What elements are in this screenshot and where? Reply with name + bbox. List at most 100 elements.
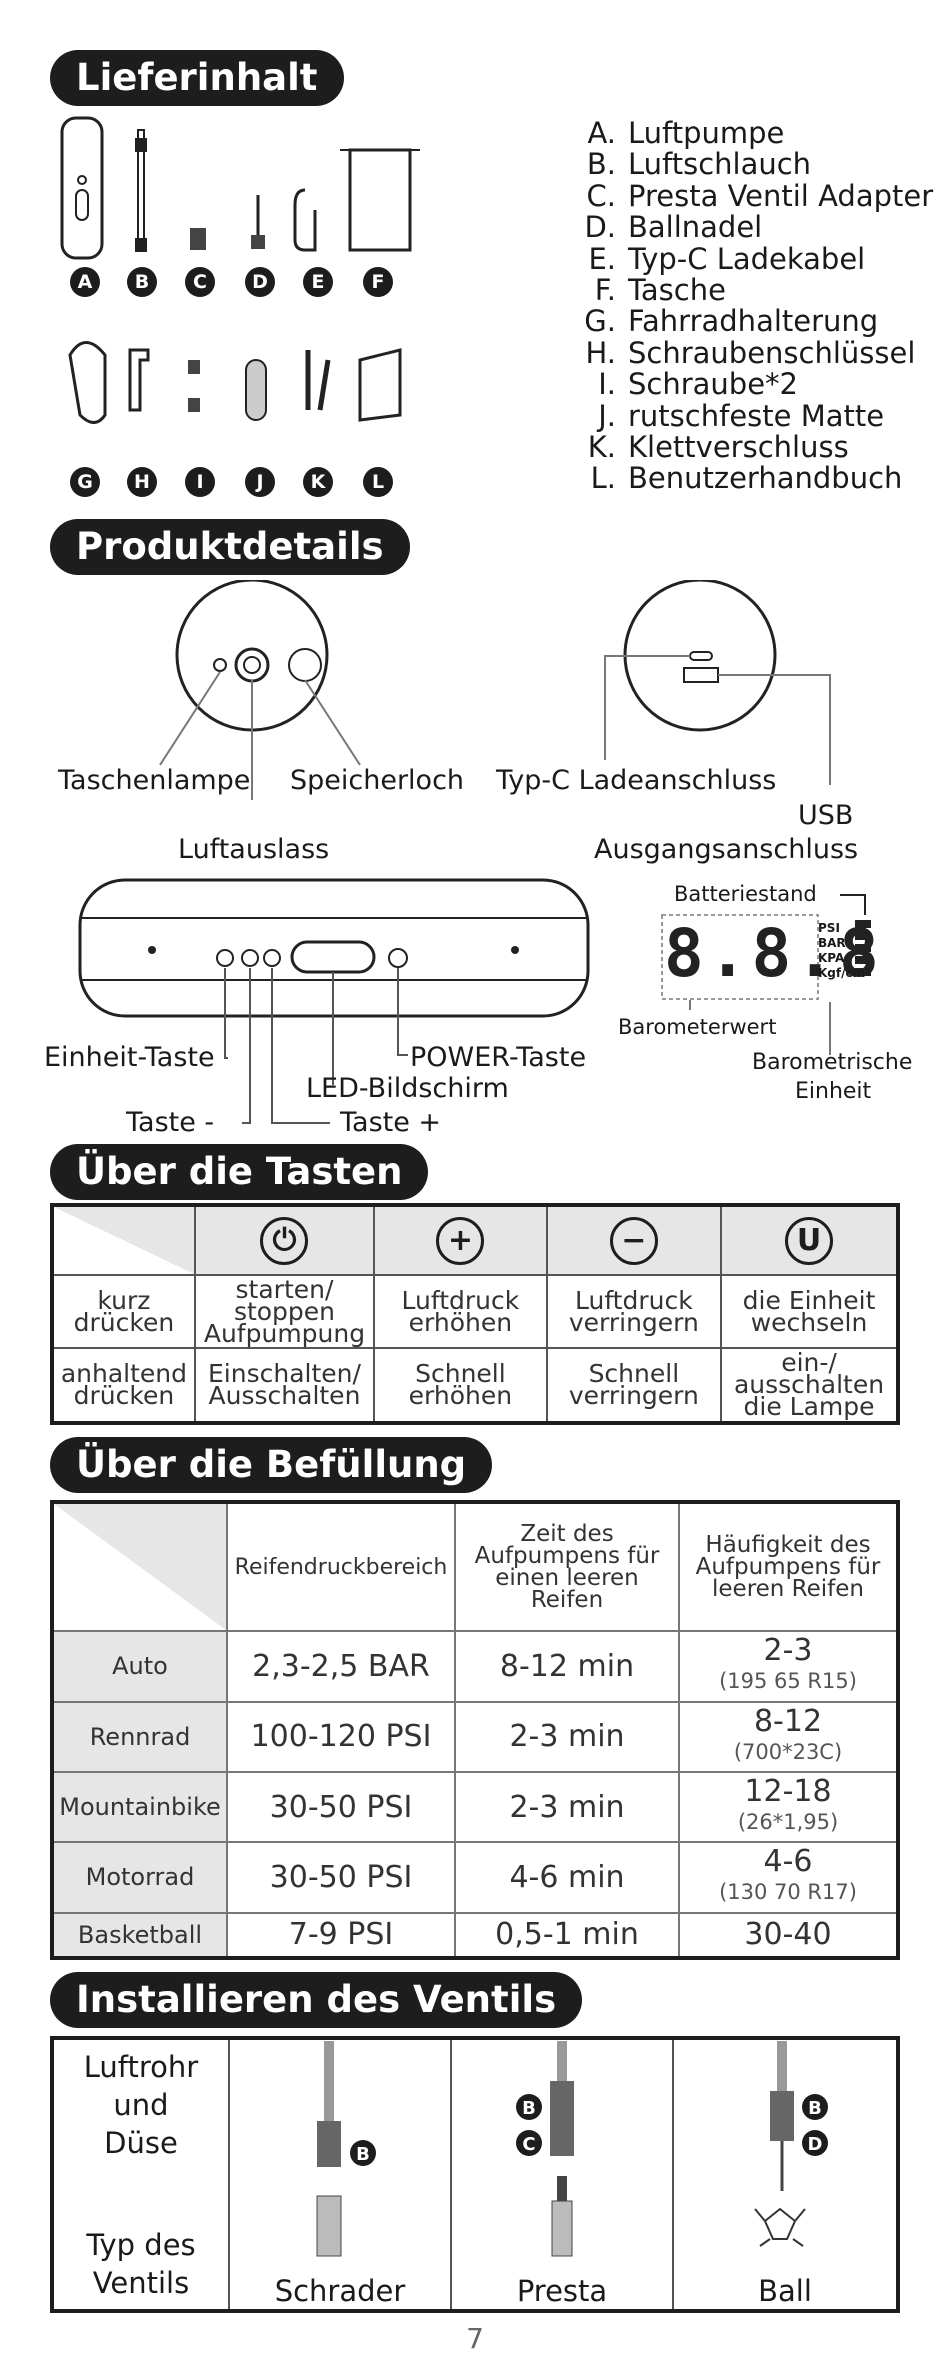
list-item: J.rutschfeste Matte — [598, 398, 885, 433]
label-storage-hole: Speicherloch — [290, 765, 465, 796]
label-barometric-unit-1: Barometrische — [752, 1050, 913, 1075]
label-usb-output: Ausgangsanschluss — [594, 834, 859, 865]
label-led-screen: LED-Bildschirm — [306, 1073, 509, 1104]
label-battery: Batteriestand — [674, 882, 817, 906]
svg-text:B: B — [356, 2144, 370, 2165]
item-badge: A — [70, 267, 100, 297]
item-badge: H — [127, 467, 157, 497]
table-row: kurz drücken starten/ stoppen Aufpumpung… — [51, 1273, 899, 1350]
lcd-unit: PSI — [818, 921, 840, 935]
schrader-valve-icon: B — [316, 2041, 376, 2257]
label-air-outlet: Luftauslass — [178, 834, 330, 865]
lcd-unit: BAR — [818, 936, 846, 950]
inflation-table: Reifendruckbereich Zeit des Aufpumpens f… — [50, 1500, 900, 1960]
item-badge: G — [70, 467, 100, 497]
svg-text:D: D — [808, 2134, 823, 2155]
item-badge: L — [363, 467, 393, 497]
list-item: B.Luftschlauch — [586, 147, 812, 182]
item-badge: K — [303, 467, 333, 497]
list-item: C.Presta Ventil Adapter — [586, 178, 934, 213]
section-title-contents: Lieferinhalt — [50, 50, 344, 106]
wrench-icon — [128, 348, 150, 412]
label-barometric-unit-2: Einheit — [795, 1079, 872, 1104]
velcro-strap-icon — [305, 350, 331, 411]
led-screen — [290, 940, 376, 974]
usb-port-icon — [683, 667, 719, 683]
list-item: D.Ballnadel — [584, 210, 763, 245]
section-title-inflation: Über die Befüllung — [50, 1437, 493, 1493]
list-item: F.Tasche — [594, 273, 726, 308]
valve-table: Luftrohr und Düse Typ des Ventils B Schr… — [50, 2036, 900, 2313]
section-title-details: Produktdetails — [50, 519, 410, 575]
item-badge: C — [185, 267, 215, 297]
valve-type-schrader: Schrader — [274, 2274, 406, 2308]
list-item: A.Luftpumpe — [587, 116, 785, 150]
lcd-display — [661, 914, 819, 1000]
power-button-icon — [388, 948, 408, 968]
table-row: anhaltend drücken Einschalten/ Ausschalt… — [51, 1347, 899, 1424]
contents-illustrations — [60, 116, 420, 424]
storage-hole-icon — [288, 648, 322, 682]
list-item: E.Typ-C Ladekabel — [588, 241, 866, 276]
manual-icon — [358, 348, 402, 422]
buttons-table: ⏻ + − U kurz drücken starten/ stoppen Au… — [50, 1203, 900, 1425]
table-corner — [51, 1204, 196, 1276]
minus-icon: − — [609, 1216, 658, 1265]
label-tube-nozzle: Luftrohr und Düse — [83, 2049, 199, 2160]
power-icon: ⏻ — [260, 1216, 309, 1265]
air-outlet-icon — [234, 647, 270, 683]
svg-text:B: B — [522, 2098, 536, 2119]
label-barometer-value: Barometerwert — [618, 1015, 777, 1039]
label-plus-key: Taste + — [340, 1107, 442, 1138]
page-number: 7 — [466, 2322, 484, 2355]
lcd-unit: Kgf/cm² — [818, 966, 871, 980]
bag-icon — [340, 148, 420, 252]
presta-valve-icon: B C — [516, 2041, 574, 2257]
svg-text:C: C — [522, 2134, 535, 2155]
svg-text:B: B — [808, 2098, 822, 2119]
minus-button-icon — [241, 949, 259, 967]
item-badge: E — [303, 267, 333, 297]
lcd-unit: KPA — [818, 951, 845, 965]
pump-icon — [60, 116, 104, 260]
item-badge: F — [363, 267, 393, 297]
section-title-buttons: Über die Tasten — [50, 1144, 429, 1200]
ball-valve-icon: B D — [754, 2041, 828, 2247]
list-item: G.Fahrradhalterung — [584, 304, 879, 339]
plus-button-icon — [263, 949, 281, 967]
lcd-digits: 8.8.8 — [664, 915, 883, 992]
label-valve-type: Typ des Ventils — [86, 2227, 196, 2300]
list-item: I.Schraube*2 — [598, 367, 799, 402]
label-typec-port: Typ-C Ladeanschluss — [496, 765, 777, 796]
label-usb: USB — [798, 800, 854, 831]
mat-icon — [245, 359, 267, 421]
item-badge: B — [127, 267, 157, 297]
item-badge: J — [245, 467, 275, 497]
flashlight-icon — [213, 658, 227, 672]
label-minus-key: Taste - — [126, 1107, 215, 1138]
presta-adapter-icon — [190, 228, 206, 250]
label-power-key: POWER-Taste — [410, 1042, 587, 1073]
list-item: L.Benutzerhandbuch — [590, 461, 903, 496]
usb-cable-icon — [293, 188, 317, 252]
unit-button-icon — [216, 949, 234, 967]
list-item: K.Klettverschluss — [587, 430, 849, 465]
item-badge: D — [245, 267, 275, 297]
list-item: H.Schraubenschlüssel — [585, 335, 916, 370]
hose-icon — [135, 129, 147, 252]
typec-port-icon — [689, 651, 713, 661]
bike-mount-icon — [68, 341, 107, 424]
section-title-valve: Installieren des Ventils — [50, 1972, 583, 2028]
unit-icon: U — [785, 1216, 834, 1265]
label-unit-key: Einheit-Taste — [44, 1042, 215, 1073]
item-badge: I — [185, 467, 215, 497]
label-flashlight: Taschenlampe — [58, 765, 251, 796]
screws-icon — [188, 360, 200, 412]
